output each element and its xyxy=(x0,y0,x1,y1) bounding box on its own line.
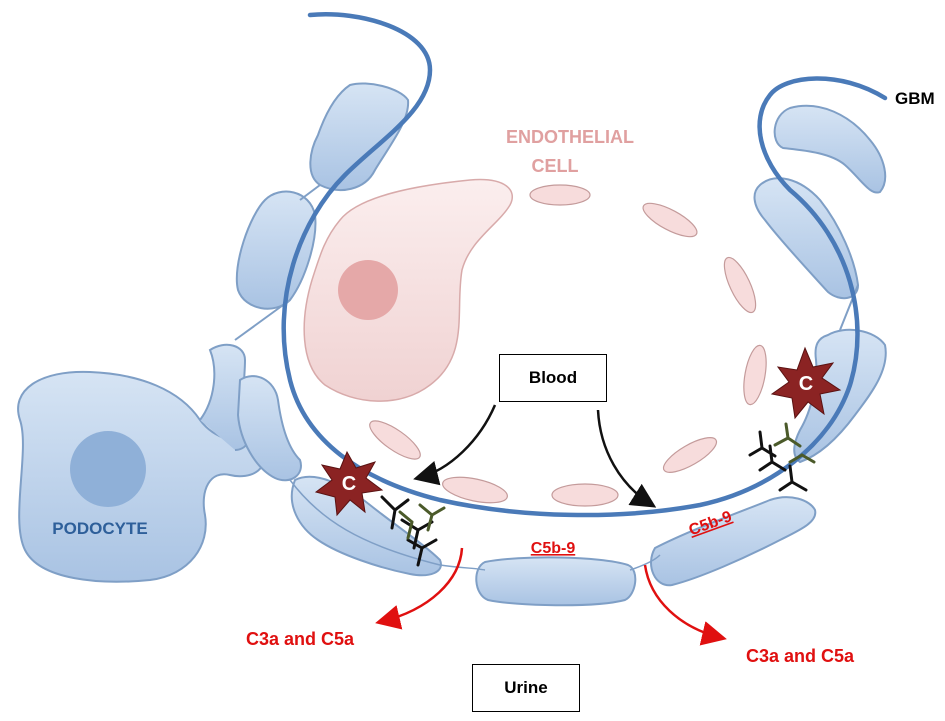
left-foot-processes xyxy=(234,82,442,577)
antibodies-left xyxy=(380,495,446,567)
c3a-c5a-arrow-right xyxy=(643,564,727,646)
endothelial-cell xyxy=(303,178,513,402)
podocyte-nucleus xyxy=(70,431,146,507)
antibodies-right xyxy=(748,422,816,492)
blood-arrow-left xyxy=(413,404,497,486)
c3a-c5a-label-left: C3a and C5a xyxy=(246,629,355,649)
gbm-line xyxy=(281,12,888,518)
complement-star-left xyxy=(314,450,384,517)
endothelial-label-line2: CELL xyxy=(532,156,579,176)
gbm-label: GBM xyxy=(895,89,935,108)
c3a-c5a-arrow-left xyxy=(375,547,464,630)
blood-arrow-right xyxy=(596,409,657,508)
endothelial-nucleus xyxy=(338,260,398,320)
urine-label-box: Urine xyxy=(472,664,580,712)
endothelial-label-line1: ENDOTHELIAL xyxy=(506,127,634,147)
bottom-foot-process xyxy=(475,556,637,607)
podocyte-label: PODOCYTE xyxy=(52,519,147,538)
podocyte-cell xyxy=(17,343,266,583)
c5b9-label-left: C5b-9 xyxy=(531,540,576,557)
complement-label-right: C xyxy=(799,373,813,395)
c3a-c5a-label-right: C3a and C5a xyxy=(746,646,855,666)
blood-label-box: Blood xyxy=(499,354,607,402)
slit-diaphragm-left xyxy=(289,479,486,571)
endothelial-fenestrae xyxy=(369,184,767,507)
right-foot-processes xyxy=(650,104,887,587)
complement-label-left: C xyxy=(342,473,356,495)
slit-diaphragm-right xyxy=(629,554,661,571)
complement-star-right xyxy=(770,346,842,420)
